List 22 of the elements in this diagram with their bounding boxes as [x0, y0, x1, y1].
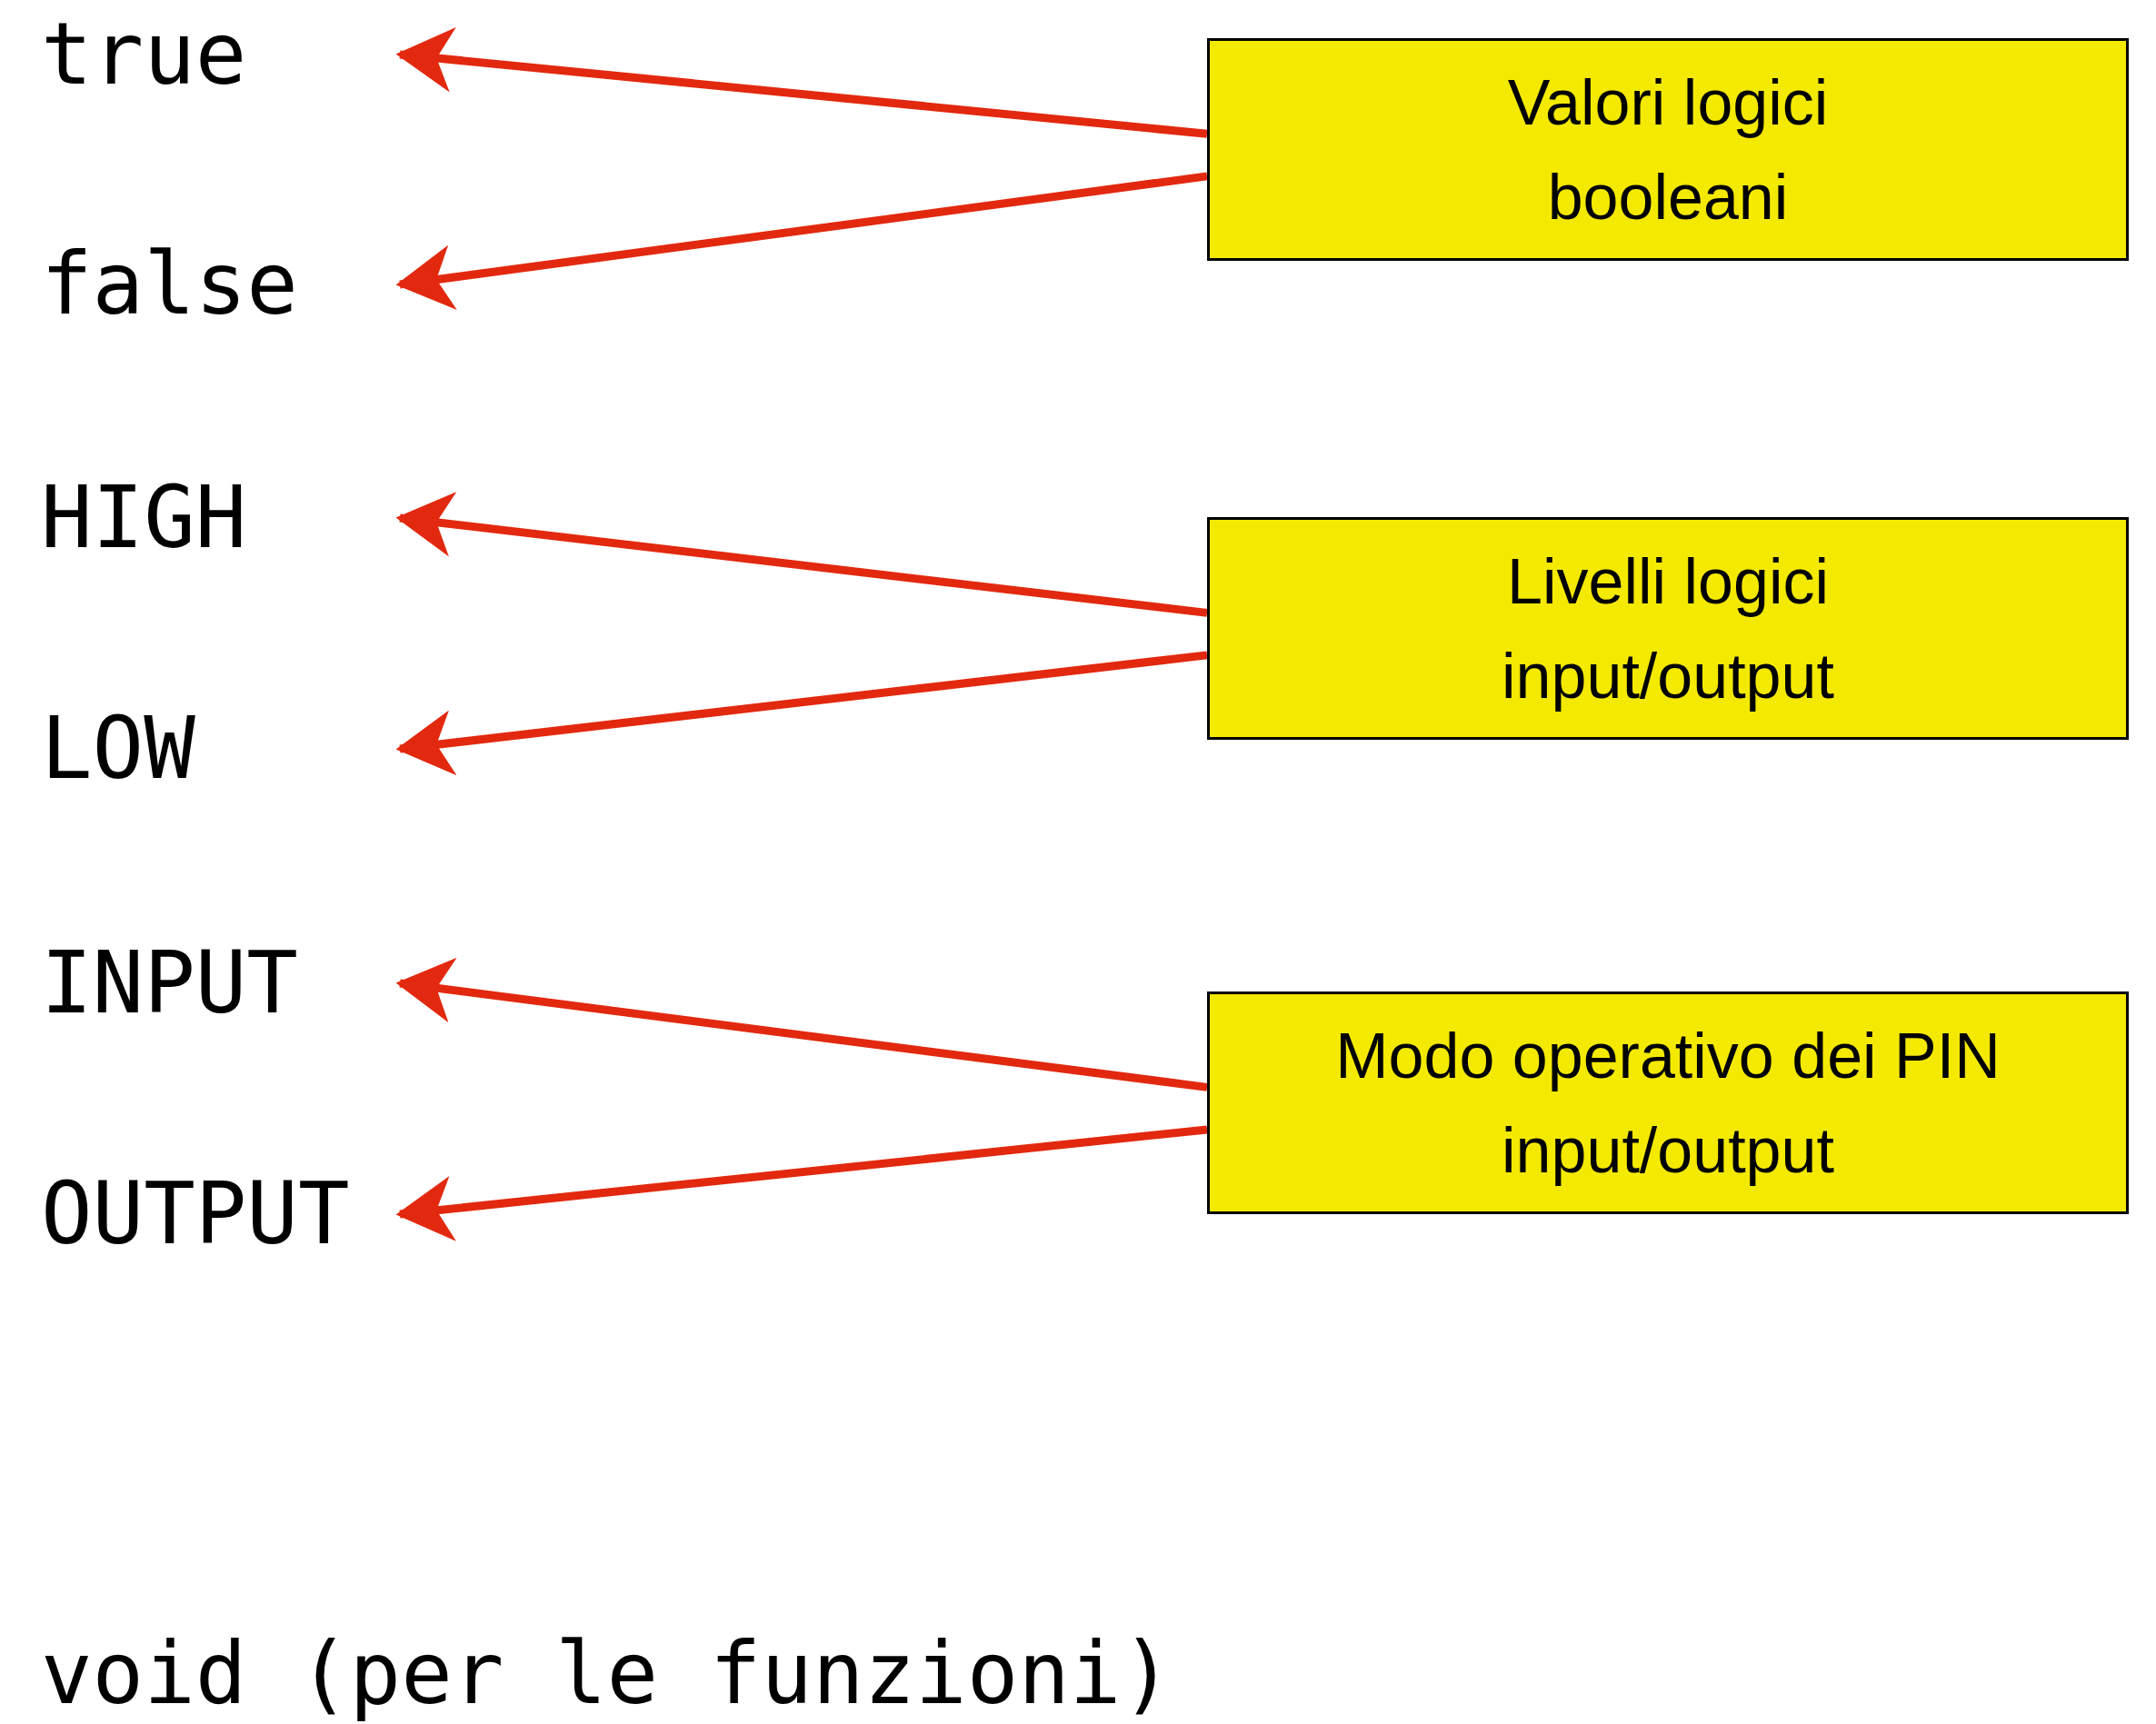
code-keyword: LOW: [41, 699, 195, 799]
arrow: [395, 651, 1208, 775]
label-box: [1207, 38, 2129, 261]
code-keyword: void (per le funzioni): [41, 1629, 1173, 1719]
box-text: Modo operativo dei PIN: [1335, 1019, 2001, 1093]
code-keyword: OUTPUT: [41, 1164, 350, 1264]
arrow: [395, 957, 1208, 1091]
box-text: input/output: [1502, 1113, 1834, 1188]
arrow: [395, 492, 1208, 617]
arrow: [395, 26, 1208, 138]
code-keyword: false: [41, 234, 298, 334]
label-box: [1207, 517, 2129, 740]
box-text: Livelli logici: [1506, 544, 1829, 619]
code-keyword: true: [41, 5, 247, 105]
label-box: [1207, 992, 2129, 1214]
box-text: booleani: [1547, 160, 1789, 234]
code-keyword: HIGH: [41, 468, 247, 568]
arrow: [395, 1125, 1208, 1241]
arrow: [395, 172, 1208, 310]
box-text: input/output: [1502, 639, 1834, 713]
box-text: Valori logici: [1507, 65, 1829, 140]
code-keyword: INPUT: [41, 933, 298, 1033]
